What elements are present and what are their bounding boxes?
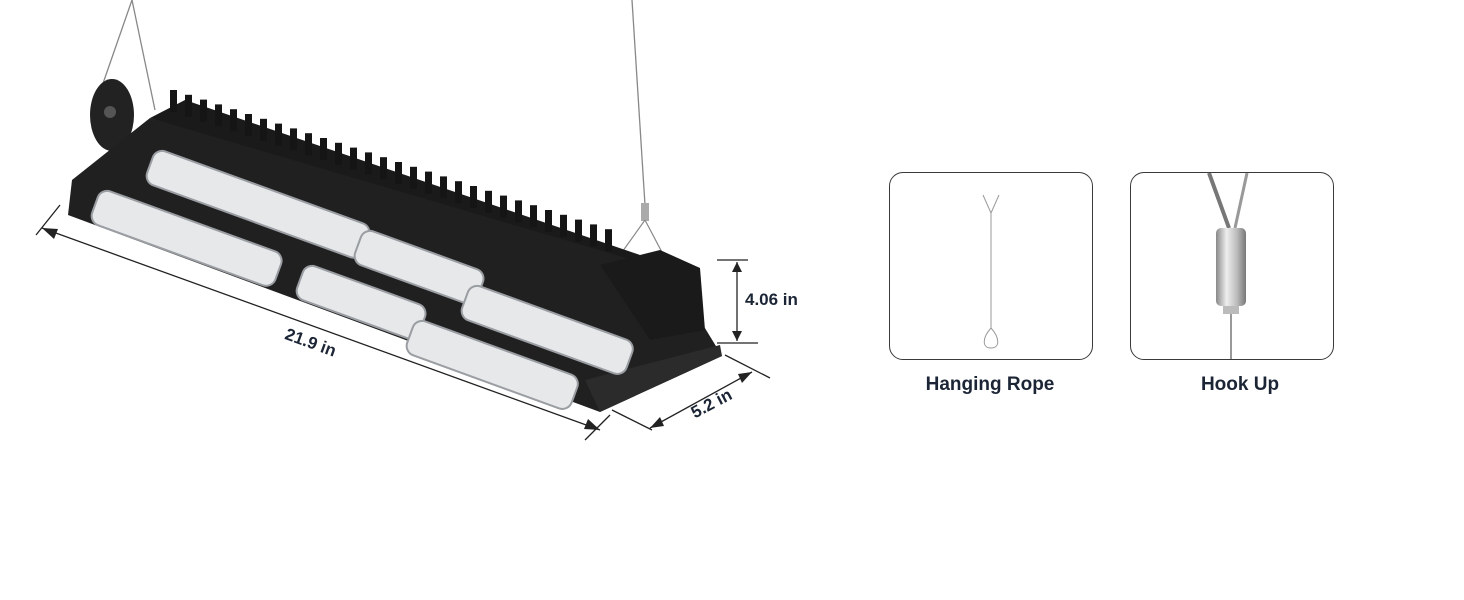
heatsink-fin <box>590 224 597 247</box>
heatsink-fin <box>230 109 237 132</box>
heatsink-fin <box>545 210 552 232</box>
hook-up-caption: Hook Up <box>1200 374 1280 395</box>
led-module <box>405 319 579 410</box>
heatsink-fin <box>605 229 612 252</box>
heatsink-fin <box>410 166 417 189</box>
heatsink-fin <box>320 138 327 160</box>
heatsink-fin <box>305 133 312 156</box>
heatsink-fin <box>215 104 222 127</box>
height-dimension-label: 4.06 in <box>745 290 798 309</box>
heatsink-fin <box>575 219 582 242</box>
heatsink-fin <box>500 195 507 218</box>
heatsink-fin <box>275 123 282 146</box>
heatsink-fin <box>515 200 522 223</box>
heatsink-fin <box>395 162 402 184</box>
heatsink-fin <box>290 128 297 151</box>
heatsink-fin <box>185 94 192 117</box>
heatsink-fin <box>335 142 342 165</box>
heatsink-fin <box>245 114 252 136</box>
heatsink-fin <box>350 147 357 170</box>
heatsink-fin <box>455 181 462 204</box>
heatsink-fin <box>260 118 267 141</box>
heatsink-fin <box>485 190 492 213</box>
led-module <box>90 189 283 287</box>
heatsink-fin <box>530 205 537 228</box>
led-module <box>460 284 634 375</box>
hanging-rope-image <box>982 194 1000 349</box>
led-linear-high-bay-fixture-illustration <box>35 0 771 441</box>
heatsink-fin <box>365 152 372 175</box>
heatsink-fin <box>200 99 207 122</box>
hook-up-image <box>1207 173 1249 359</box>
heatsink-fin <box>425 171 432 194</box>
heatsink-fin <box>440 176 447 199</box>
heatsink-fin <box>560 214 567 237</box>
heatsink-fin <box>470 186 477 208</box>
heatsink-fin <box>380 157 387 180</box>
hanging-rope-caption: Hanging Rope <box>925 374 1055 395</box>
heatsink-fin <box>170 90 177 112</box>
hanging-rope-card <box>889 172 1093 360</box>
hook-up-card <box>1130 172 1334 360</box>
